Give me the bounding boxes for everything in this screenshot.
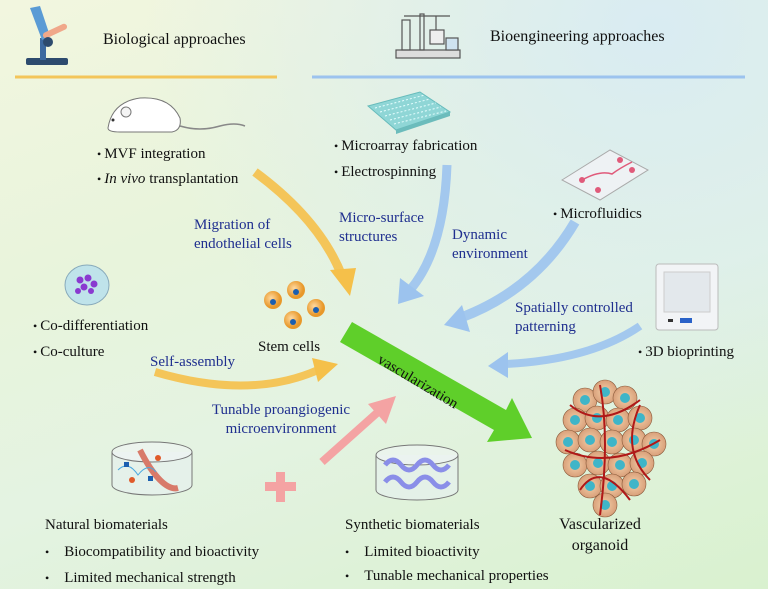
in-vivo-text: In vivo [104, 171, 146, 187]
natural-biomaterials-title: Natural biomaterials [45, 517, 168, 533]
natural-item-1-text: Biocompatibility and bioactivity [64, 544, 260, 560]
self-assembly-arrow [153, 358, 338, 390]
synthetic-item-2-text: Tunable mechanical properties [364, 568, 549, 584]
synthetic-biomaterials-title: Synthetic biomaterials [345, 517, 480, 533]
mvf-integration-item: MVF integration [97, 145, 205, 163]
organoid-cell-nucleus [563, 437, 573, 447]
microfluidics-item: Microfluidics [553, 205, 642, 223]
micro-surface-label-line1: Micro-surface [339, 210, 424, 226]
plus-icon [265, 472, 296, 502]
organoid-cell-nucleus [570, 415, 580, 425]
microfluidic-chip-icon [560, 149, 650, 201]
spatial-label-line2: patterning [515, 319, 576, 335]
organoid-cell-nucleus [593, 458, 603, 468]
organoid-cell-nucleus [570, 460, 580, 470]
synthetic-item-2: Tunable mechanical properties [345, 567, 549, 585]
organoid-cell-nucleus [615, 460, 625, 470]
synthetic-item-1-text: Limited bioactivity [364, 544, 480, 560]
organoid-vessel [579, 476, 631, 501]
natural-item-2: Limited mechanical strength [45, 569, 236, 587]
microscope-icon [26, 6, 68, 65]
spatial-label-line1: Spatially controlled [515, 300, 633, 316]
mouse-icon [107, 97, 246, 133]
petri-dish-icon [64, 264, 110, 306]
transplantation-text: transplantation [149, 171, 239, 187]
organoid-cell-nucleus [629, 435, 639, 445]
bioengineering-approaches-heading: Bioengineering approaches [490, 28, 665, 45]
synthetic-item-1: Limited bioactivity [345, 543, 480, 561]
result-label-line2: organoid [571, 537, 629, 554]
self-assembly-label: Self-assembly [150, 354, 235, 370]
organoid-vessel [564, 439, 661, 459]
electrospinning-item: Electrospinning [334, 163, 436, 181]
organoid-cell-nucleus [620, 393, 630, 403]
organoid-cell-nucleus [635, 413, 645, 423]
organoid-cell-nucleus [613, 415, 623, 425]
lab-apparatus-icon [395, 13, 461, 59]
proangiogenic-label-line2: microenvironment [225, 421, 337, 437]
dynamic-label-line1: Dynamic [452, 227, 507, 243]
spatial-patterning-arrow [488, 322, 643, 378]
3d-bioprinting-item: 3D bioprinting [638, 343, 734, 361]
organoid-vessel [631, 404, 651, 481]
natural-biomaterial-icon [111, 441, 193, 496]
micro-surface-arrow [398, 164, 452, 304]
microarray-fabrication-item: Microarray fabrication [334, 137, 477, 155]
organoid-cell-nucleus [580, 395, 590, 405]
proangiogenic-label-line1: Tunable proangiogenic [211, 402, 351, 418]
micro-surface-label-line2: structures [339, 229, 398, 245]
dynamic-environment-arrow [444, 219, 580, 332]
proangiogenic-arrow [319, 396, 396, 465]
vascularization-arrow [340, 322, 532, 442]
in-vivo-transplantation-item: In vivo transplantation [97, 170, 238, 188]
organoid-cell-nucleus [585, 435, 595, 445]
3d-printer-icon [655, 263, 719, 331]
organoid-cell-nucleus [629, 479, 639, 489]
organoid-vessel [569, 399, 641, 418]
organoid-cell-nucleus [592, 413, 602, 423]
result-label-line1: Vascularized [559, 516, 641, 533]
stem-cells-label: Stem cells [258, 339, 321, 355]
organoid-cell-nucleus [585, 481, 595, 491]
microarray-plate-icon [366, 91, 452, 134]
dynamic-label-line2: environment [452, 246, 528, 262]
migration-arrow [252, 168, 356, 296]
biological-approaches-heading: Biological approaches [103, 31, 246, 48]
co-culture-item: Co-culture [33, 343, 104, 361]
organoid-vessel [599, 384, 606, 516]
co-differentiation-item: Co-differentiation [33, 317, 148, 335]
vascularized-organoid-icon [555, 379, 667, 518]
natural-item-2-text: Limited mechanical strength [64, 570, 236, 586]
migration-label-line2: endothelial cells [194, 236, 292, 252]
organoid-cell-nucleus [607, 437, 617, 447]
stem-cells-icon [264, 281, 325, 329]
natural-item-1: Biocompatibility and bioactivity [45, 543, 259, 561]
migration-label-line1: Migration of [194, 217, 271, 233]
synthetic-biomaterial-icon [375, 444, 459, 501]
